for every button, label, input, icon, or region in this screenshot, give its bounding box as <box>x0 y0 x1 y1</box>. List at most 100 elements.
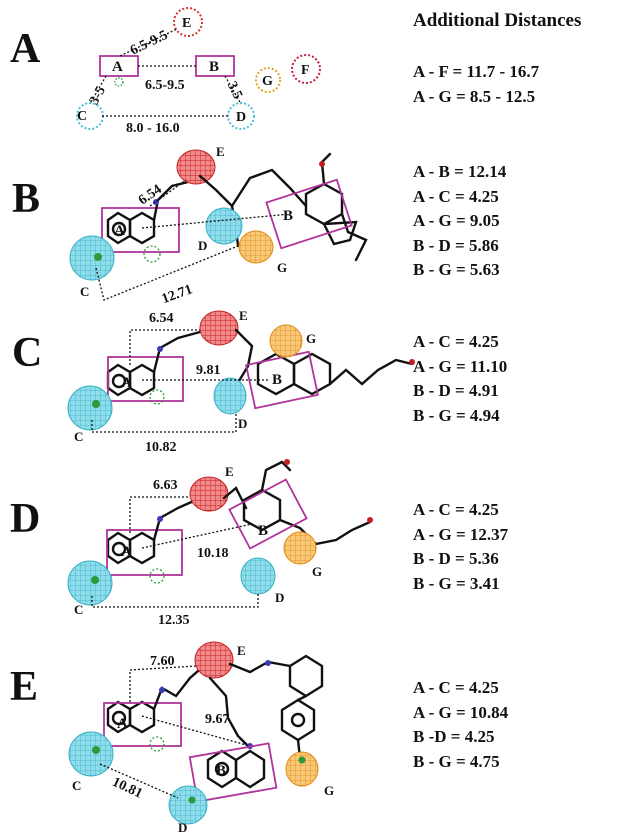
nitrogen-atom <box>265 660 271 666</box>
hbond-marker <box>114 77 124 87</box>
feature-label-b: B <box>216 763 226 779</box>
hbond-atom <box>91 576 99 584</box>
dist-label-ab: 10.18 <box>197 546 229 561</box>
molecule-chain <box>234 328 254 388</box>
molecule-ring <box>234 749 266 789</box>
feature-label-a: A <box>121 375 132 391</box>
additional-list-a: A - F = 11.7 - 16.7 A - G = 8.5 - 12.5 <box>413 60 539 109</box>
additional-item: B - G = 3.41 <box>413 573 500 593</box>
molecule-chain <box>228 660 292 674</box>
dist-label-ae: 7.60 <box>150 654 175 669</box>
sphere-d <box>205 207 243 245</box>
molecule-chain <box>230 168 308 208</box>
feature-box-a <box>107 356 184 402</box>
nitrogen-atom <box>157 346 163 352</box>
dist-label-ae: 6.63 <box>153 478 178 493</box>
molecule-ring <box>288 654 324 698</box>
dist-label-ae: 6.54 <box>149 311 174 326</box>
aromatic-circle <box>111 221 127 237</box>
sphere-c <box>67 385 113 431</box>
feature-label-d: D <box>238 416 247 431</box>
dist-label-ab: 9.81 <box>196 363 221 378</box>
molecule-chain <box>320 152 332 186</box>
oxygen-atom <box>367 517 373 523</box>
additional-item: B - G = 4.94 <box>413 405 500 425</box>
sphere-g <box>255 67 281 93</box>
molecule-chain <box>152 662 208 711</box>
molecule-chain <box>208 676 252 750</box>
dist-label-cd: 10.81 <box>110 775 145 802</box>
dist-line-cd <box>91 412 237 433</box>
dist-line-cd <box>91 594 259 608</box>
panel-c: C A E B G D C 6.54 9.81 10.82 <box>12 308 415 455</box>
hbond-atom <box>298 756 306 764</box>
feature-label-g: G <box>277 260 287 275</box>
dist-label-cd: 8.0 - 16.0 <box>126 121 180 136</box>
additional-item: A - G = 12.37 <box>413 524 509 544</box>
feature-label-b: B <box>283 208 293 224</box>
sphere-c <box>69 235 115 281</box>
additional-list-c: A - C = 4.25 A - G = 11.10 B - D = 4.91 … <box>413 330 507 428</box>
feature-label-c: C <box>80 284 89 299</box>
molecule-ring <box>128 211 156 245</box>
sphere-f <box>291 54 321 84</box>
sphere-g <box>269 324 303 358</box>
hbond-atom <box>94 253 102 261</box>
molecule-chain <box>152 330 202 374</box>
molecule-ring <box>128 700 156 734</box>
sphere-d <box>240 557 276 595</box>
feature-label-e: E <box>182 16 191 31</box>
aromatic-circle <box>214 761 230 777</box>
additional-list-d: A - C = 4.25 A - G = 12.37 B - D = 5.36 … <box>413 498 508 596</box>
feature-label-g: G <box>262 74 273 89</box>
molecule-chain <box>328 358 414 386</box>
sphere-e <box>194 641 234 679</box>
feature-label-e: E <box>237 643 246 658</box>
sphere-c <box>67 560 113 606</box>
additional-item: B -D = 4.25 <box>413 727 495 746</box>
feature-label-f: F <box>301 63 310 78</box>
additional-item: A - G = 11.10 <box>413 356 508 376</box>
aromatic-circle <box>111 710 127 726</box>
panel-d: D A E B G D C 6.63 10.18 12.35 <box>10 459 373 628</box>
sphere-d <box>168 785 208 825</box>
dist-line-ab <box>141 213 291 229</box>
additional-item: B - D = 5.86 <box>413 235 499 255</box>
feature-label-a: A <box>112 59 123 75</box>
molecule-bond <box>296 694 308 702</box>
additional-item: A - G = 8.5 - 12.5 <box>413 86 536 106</box>
dist-line-ac <box>89 75 107 105</box>
dist-line-cb <box>95 245 239 301</box>
panel-letter-d: D <box>10 496 40 542</box>
dist-label-cb: 12.71 <box>160 282 195 307</box>
feature-box-b <box>188 742 278 803</box>
oxygen-atom <box>284 459 290 465</box>
sphere-e <box>176 149 216 185</box>
sphere-e <box>173 7 203 37</box>
feature-label-d: D <box>275 590 284 605</box>
additional-list-e: A - C = 4.25 A - G = 10.84 B -D = 4.25 B… <box>413 676 508 774</box>
additional-item: A - F = 11.7 - 16.7 <box>413 62 540 81</box>
sphere-g <box>238 230 274 264</box>
panel-e: E A E B G D C 7.60 <box>10 641 334 833</box>
additional-item: B - G = 5.63 <box>413 260 500 279</box>
molecule-ring <box>304 182 344 226</box>
oxygen-atom <box>409 359 415 365</box>
molecule-ring <box>292 352 332 396</box>
molecule-chain <box>152 498 198 542</box>
dist-line-bd <box>224 75 242 105</box>
additional-item: A - C = 4.25 <box>413 678 499 697</box>
hbond-marker <box>149 736 165 752</box>
feature-box-b <box>265 178 353 250</box>
molecule-ring <box>128 531 156 565</box>
additional-item: A - G = 10.84 <box>413 702 509 722</box>
sphere-e <box>189 476 229 512</box>
panel-b: B A E B D G C 6.54 12.71 <box>12 144 368 307</box>
dist-label-ae: 6.54 <box>136 182 165 208</box>
dist-line-ae <box>129 665 197 702</box>
dist-line-ae <box>129 496 190 533</box>
feature-box-b <box>228 478 308 550</box>
panel-letter-b: B <box>12 176 40 222</box>
feature-label-c: C <box>74 429 83 444</box>
